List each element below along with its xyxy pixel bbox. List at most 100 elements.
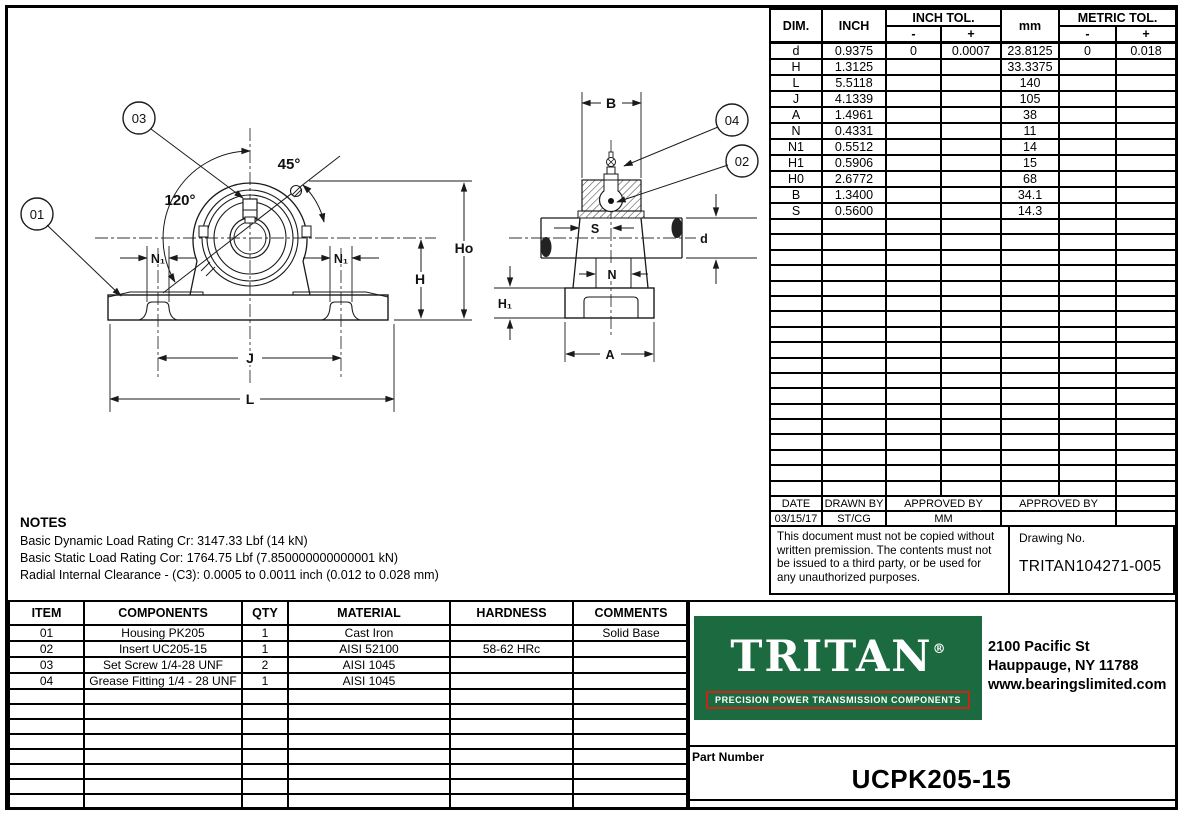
dim-cell (1058, 58, 1117, 76)
date-label: DATE (769, 495, 823, 513)
dim-cell (1058, 122, 1117, 140)
dim-empty-cell (885, 402, 942, 421)
arc-120 (162, 147, 251, 283)
shaft-end-right (671, 218, 683, 238)
dim-cell (940, 74, 1002, 92)
dim-cell (1058, 90, 1117, 108)
col-header-minus: - (885, 25, 942, 44)
dim-empty-cell (1000, 279, 1060, 297)
dim-empty-cell (940, 279, 1002, 297)
parts-empty-cell (572, 703, 690, 720)
dim-label-d: d (700, 232, 708, 246)
balloon-04-leader (623, 126, 719, 167)
parts-empty-cell (449, 733, 574, 750)
parts-cell: Set Screw 1/4-28 UNF (83, 656, 243, 674)
dim-cell (1114, 170, 1175, 188)
dim-cell: 34.1 (1000, 186, 1060, 204)
dim-empty-row (769, 356, 1175, 374)
dim-empty-cell (940, 464, 1002, 482)
dim-cell: 1.4961 (821, 106, 887, 124)
dim-label-h1: H₁ (498, 297, 512, 311)
parts-cell: Insert UC205-15 (83, 640, 243, 658)
dim-cell (940, 138, 1002, 156)
parts-cell: 58-62 HRc (449, 640, 574, 658)
dim-empty-cell (1000, 294, 1060, 313)
dim-cell: H1 (769, 154, 823, 172)
parts-empty-cell (287, 733, 451, 750)
parts-cell: AISI 1045 (287, 656, 451, 674)
dim-empty-row (769, 310, 1175, 328)
dim-empty-row (769, 341, 1175, 359)
dim-empty-cell (885, 294, 942, 313)
dim-cell: S (769, 202, 823, 220)
dim-empty-cell (885, 479, 942, 498)
angle-120-label: 120° (164, 192, 195, 209)
dim-empty-cell (1058, 341, 1117, 359)
shaft (540, 217, 683, 259)
dim-label-s: S (591, 222, 599, 236)
dim-cell: 33.3375 (1000, 58, 1060, 76)
pedestal-slot (595, 258, 632, 288)
dim-empty-row (769, 294, 1175, 313)
footer-empty (1114, 495, 1175, 513)
parts-empty-cell (8, 778, 85, 795)
dim-cell: 1.3125 (821, 58, 887, 76)
parts-empty-cell (572, 778, 690, 795)
balloon-03-label: 03 (132, 111, 146, 126)
dim-empty-cell (1000, 387, 1060, 405)
parts-cell (572, 672, 690, 690)
dim-empty-cell (1114, 356, 1175, 374)
dim-empty-cell (769, 356, 823, 374)
dim-cell (1114, 90, 1175, 108)
parts-empty-cell (572, 733, 690, 750)
dim-empty-cell (1114, 279, 1175, 297)
parts-empty-cell (83, 733, 243, 750)
parts-empty-row (8, 748, 690, 765)
parts-empty-cell (287, 793, 451, 807)
dim-empty-cell (1114, 294, 1175, 313)
parts-empty-cell (83, 793, 243, 807)
parts-empty-cell (449, 763, 574, 780)
dim-empty-cell (821, 264, 887, 282)
ball-center-dot (608, 198, 614, 204)
approved-by-label: APPROVED BY (885, 495, 1002, 513)
dim-cell (1114, 122, 1175, 140)
dim-cell (885, 106, 942, 124)
dim-empty-cell (1000, 217, 1060, 236)
dim-cell (940, 106, 1002, 124)
right-column: DIM. INCH INCH TOL. mm METRIC TOL. - + -… (769, 8, 1175, 596)
dim-empty-cell (1058, 310, 1117, 328)
dim-empty-cell (940, 233, 1002, 251)
parts-empty-cell (449, 688, 574, 705)
dim-empty-row (769, 402, 1175, 421)
parts-empty-cell (241, 733, 289, 750)
dim-empty-cell (821, 217, 887, 236)
parts-empty-cell (8, 703, 85, 720)
dim-cell: 68 (1000, 170, 1060, 188)
dim-cell (940, 186, 1002, 204)
dim-empty-cell (885, 325, 942, 344)
dim-cell (940, 154, 1002, 172)
parts-cell: 02 (8, 640, 85, 658)
dim-empty-cell (821, 464, 887, 482)
dim-empty-cell (769, 248, 823, 267)
dim-cell (1058, 170, 1117, 188)
dim-cell: 0 (1058, 41, 1117, 60)
dim-cell: 14 (1000, 138, 1060, 156)
parts-cell: 03 (8, 656, 85, 674)
parts-cell: 01 (8, 624, 85, 642)
base-pad-right (292, 291, 389, 298)
dim-empty-cell (769, 325, 823, 344)
dim-cell: H (769, 58, 823, 76)
second-screw-ticks (200, 261, 216, 277)
parts-empty-cell (83, 703, 243, 720)
dim-empty-cell (769, 264, 823, 282)
dim-empty-cell (1114, 233, 1175, 251)
dim-empty-row (769, 248, 1175, 267)
dim-empty-cell (1058, 294, 1117, 313)
bolt-slot-left (138, 301, 178, 321)
dim-empty-row (769, 233, 1175, 251)
dim-empty-cell (1000, 341, 1060, 359)
